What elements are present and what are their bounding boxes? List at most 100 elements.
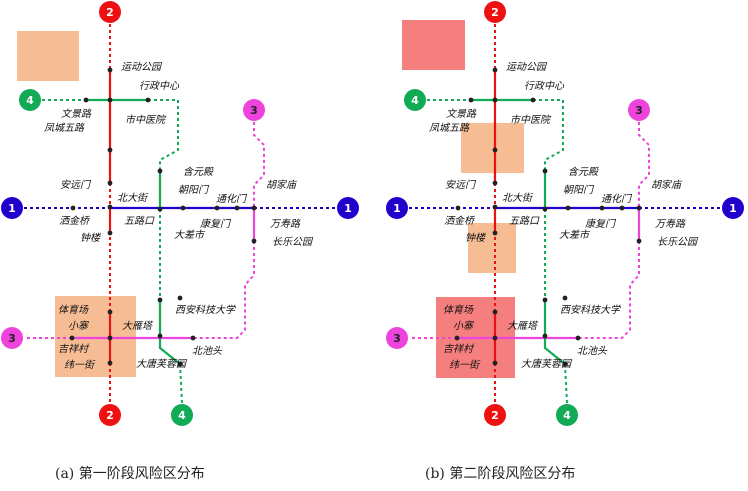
station-dot <box>107 204 113 210</box>
line-badge-l2-bottom: 2 <box>484 404 506 426</box>
station-label-wenjing: 文景路 <box>61 108 92 120</box>
line-badge-number: 4 <box>26 94 34 107</box>
line-badge-circle <box>1 327 23 349</box>
station-label-changle: 长乐公园 <box>657 236 699 248</box>
station-dot <box>542 206 548 212</box>
line-badge-number: 1 <box>8 202 16 215</box>
station-label-sajinqiao: 洒金桥 <box>59 215 91 227</box>
station-label-dachaishi: 大差市 <box>559 229 591 241</box>
station-dot <box>157 168 163 174</box>
line-badge-number: 3 <box>250 104 258 117</box>
line3-south-dashed <box>578 241 640 339</box>
station-label-shizhong: 市中医院 <box>125 114 167 126</box>
station-dot <box>107 97 113 103</box>
station-dot <box>107 309 113 315</box>
station-dot <box>565 205 571 211</box>
station-dot <box>492 360 498 366</box>
station-dot <box>107 67 113 73</box>
line3-south-dashed <box>193 241 255 339</box>
station-dot <box>107 360 113 366</box>
station-label-changle: 长乐公园 <box>272 236 314 248</box>
station-label-hujia: 胡家庙 <box>266 179 298 191</box>
station-label-dayanta: 大雁塔 <box>507 320 539 332</box>
station-dot <box>636 238 642 244</box>
risk-zone-legend <box>402 20 465 70</box>
station-dot <box>542 333 548 339</box>
line4-north-dashed <box>533 99 564 171</box>
station-dot <box>107 147 113 153</box>
station-label-hanyuan: 含元殿 <box>568 166 599 178</box>
line-badge-number: 2 <box>491 6 499 19</box>
station-dot <box>454 335 460 341</box>
line4-south-dashed <box>179 363 183 404</box>
line-badge-circle <box>1 197 23 219</box>
station-label-xianke: 西安科技大学 <box>560 304 621 316</box>
station-label-beidajie: 北大街 <box>117 192 149 204</box>
line-badge-circle <box>484 404 506 426</box>
station-dot <box>107 230 113 236</box>
station-dot <box>530 97 536 103</box>
line-badge-l4-left: 4 <box>19 89 41 111</box>
risk-zone-fengcheng <box>461 123 524 173</box>
line-badge-l3-top: 3 <box>243 99 265 121</box>
station-dot <box>492 230 498 236</box>
station-dot <box>492 97 498 103</box>
station-label-beidajie: 北大街 <box>502 192 534 204</box>
station-dot <box>636 205 642 211</box>
station-dot <box>542 297 548 303</box>
station-label-xingzheng: 行政中心 <box>139 80 180 92</box>
station-label-anyuan: 安远门 <box>445 179 477 191</box>
line3-north-dashed <box>253 122 265 208</box>
station-dot <box>619 205 625 211</box>
station-label-fengcheng5: 凤城五路 <box>44 122 85 134</box>
line-badge-l1-right: 1 <box>337 197 359 219</box>
line-badge-number: 1 <box>729 202 737 215</box>
station-dot <box>214 205 220 211</box>
station-label-tonghua: 通化门 <box>216 193 248 205</box>
station-label-yundong: 运动公园 <box>506 61 548 73</box>
station-label-weiyi: 纬一街 <box>64 359 96 371</box>
line-badge-circle <box>99 1 121 23</box>
panel-stage-2: 运动公园行政中心文景路凤城五路市中医院安远门北大街含元殿朝阳门通化门胡家庙洒金桥… <box>386 1 744 426</box>
station-label-hanyuan: 含元殿 <box>183 166 214 178</box>
station-label-chaoyang: 朝阳门 <box>178 184 210 196</box>
station-dot <box>562 295 568 301</box>
line-badge-l3-left: 3 <box>1 327 23 349</box>
station-label-shizhong: 市中医院 <box>510 114 552 126</box>
station-label-beichitou: 北池头 <box>577 345 608 357</box>
station-label-chaoyang: 朝阳门 <box>563 184 595 196</box>
line-badge-number: 2 <box>491 409 499 422</box>
station-label-beichitou: 北池头 <box>192 345 223 357</box>
risk-zone-legend <box>17 31 79 81</box>
station-dot <box>177 295 183 301</box>
station-label-wanshou: 万寿路 <box>655 218 686 230</box>
line-badge-number: 3 <box>635 104 643 117</box>
line4-north-dashed <box>148 99 179 171</box>
station-label-xiaozhai: 小寨 <box>68 320 90 332</box>
line-badge-l3-top: 3 <box>628 99 650 121</box>
station-label-kangfu: 康复门 <box>585 218 617 230</box>
panel-stage-1: 运动公园行政中心文景路凤城五路市中医院安远门北大街含元殿朝阳门通化门胡家庙洒金桥… <box>1 1 359 426</box>
station-label-wulukou: 五路口 <box>509 215 540 227</box>
station-dot <box>157 333 163 339</box>
station-dot <box>69 335 75 341</box>
station-label-jixiang: 吉祥村 <box>443 343 475 355</box>
station-dot <box>468 97 474 103</box>
station-label-zhonglou: 钟楼 <box>465 232 486 244</box>
station-label-jixiang: 吉祥村 <box>58 343 90 355</box>
station-label-tonghua: 通化门 <box>601 193 633 205</box>
risk-zone-south-hub <box>55 296 136 377</box>
station-dot <box>575 335 581 341</box>
line4-south-solid <box>158 300 181 365</box>
station-dot <box>562 361 568 367</box>
station-dot <box>492 67 498 73</box>
station-dot <box>70 205 76 211</box>
line-badge-number: 4 <box>563 409 571 422</box>
line-badge-circle <box>484 1 506 23</box>
line-badge-l2-top: 2 <box>484 1 506 23</box>
station-dot <box>107 180 113 186</box>
station-dot <box>492 147 498 153</box>
line-badge-circle <box>386 327 408 349</box>
line-badge-circle <box>99 404 121 426</box>
